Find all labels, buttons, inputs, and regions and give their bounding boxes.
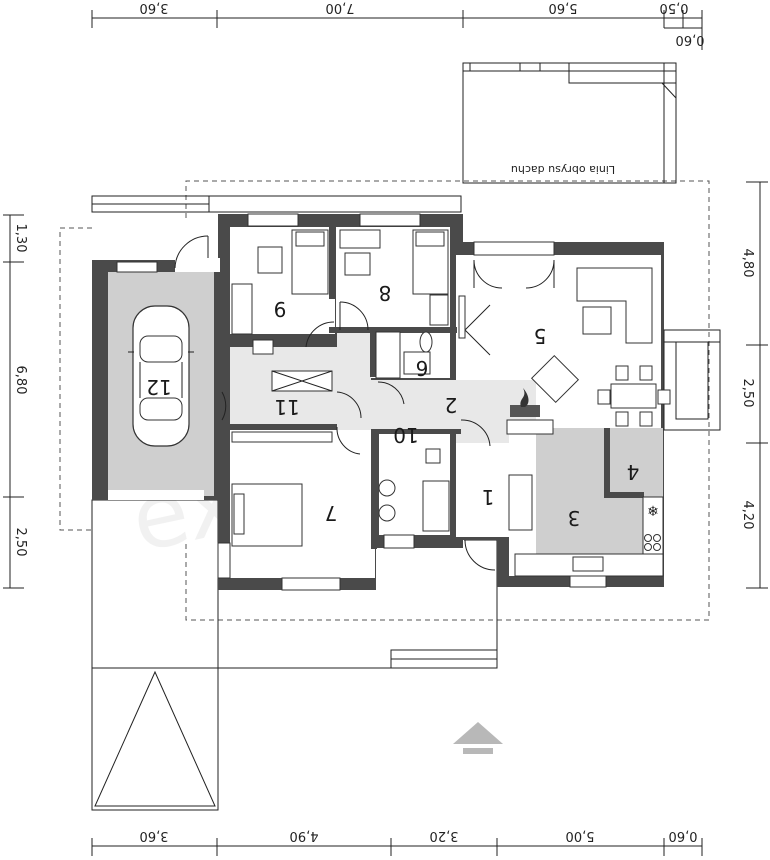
- room-label-12: 12: [146, 375, 171, 399]
- top-dim-sub: 0,60: [676, 32, 705, 47]
- room-label-1: 1: [482, 485, 495, 509]
- terrace-pergola: Linia obrysu dachu: [462, 62, 677, 184]
- room-label-10: 10: [393, 423, 418, 447]
- garage: [92, 235, 222, 500]
- fireplace-icon: [510, 388, 540, 417]
- left-dim-3: 2,50: [13, 528, 28, 557]
- bottom-dim-1: 3,60: [140, 828, 169, 843]
- room-label-4: 4: [627, 460, 640, 484]
- top-dim-4: 0,50: [660, 0, 689, 15]
- right-dim-3: 4,20: [740, 501, 755, 530]
- top-dim-1: 3,60: [140, 0, 169, 15]
- top-dimension-line: 3,60 7,00 5,60 0,50 0,60: [91, 0, 705, 50]
- left-dim-2: 6,80: [13, 366, 28, 395]
- room-label-11: 11: [274, 395, 299, 419]
- right-dim-1: 4,80: [740, 249, 755, 278]
- furniture: ❄: [231, 229, 671, 577]
- entrance-arrow-icon: [453, 722, 503, 754]
- room-label-6: 6: [416, 356, 429, 380]
- snowflake-icon: ❄: [647, 504, 659, 520]
- room-labels: 1 2 3 4 5 6 7 8 9 10 11 12: [146, 281, 639, 530]
- bottom-dim-3: 3,20: [430, 828, 459, 843]
- doors: [221, 259, 555, 571]
- bay-window: [663, 329, 721, 431]
- left-dim-1: 1,30: [13, 224, 28, 253]
- bottom-dim-4: 5,00: [566, 828, 595, 843]
- room-label-5: 5: [534, 324, 547, 348]
- room-label-7: 7: [325, 501, 338, 525]
- main-building: [206, 213, 664, 591]
- top-dim-3: 5,60: [549, 0, 578, 15]
- roof-outline: [59, 180, 710, 621]
- bottom-dimension-line: 3,60 4,90 3,20 5,00 0,60: [91, 828, 703, 856]
- car-icon: [128, 305, 194, 447]
- room-label-9: 9: [274, 297, 287, 321]
- right-dim-2: 2,50: [740, 379, 755, 408]
- left-dimension-line: 1,30 6,80 2,50: [3, 214, 28, 589]
- top-dim-2: 7,00: [326, 0, 355, 15]
- top-left-parapets: [91, 195, 462, 213]
- room-label-8: 8: [379, 281, 392, 305]
- bottom-dim-2: 4,90: [290, 828, 319, 843]
- room-label-3: 3: [568, 506, 581, 530]
- room-label-2: 2: [445, 393, 458, 417]
- roof-outline-label: Linia obrysu dachu: [511, 163, 615, 176]
- right-dimension-line: 4,80 2,50 4,20: [740, 181, 768, 589]
- svg-text:❄: ❄: [647, 504, 659, 520]
- bottom-dim-5: 0,60: [669, 828, 698, 843]
